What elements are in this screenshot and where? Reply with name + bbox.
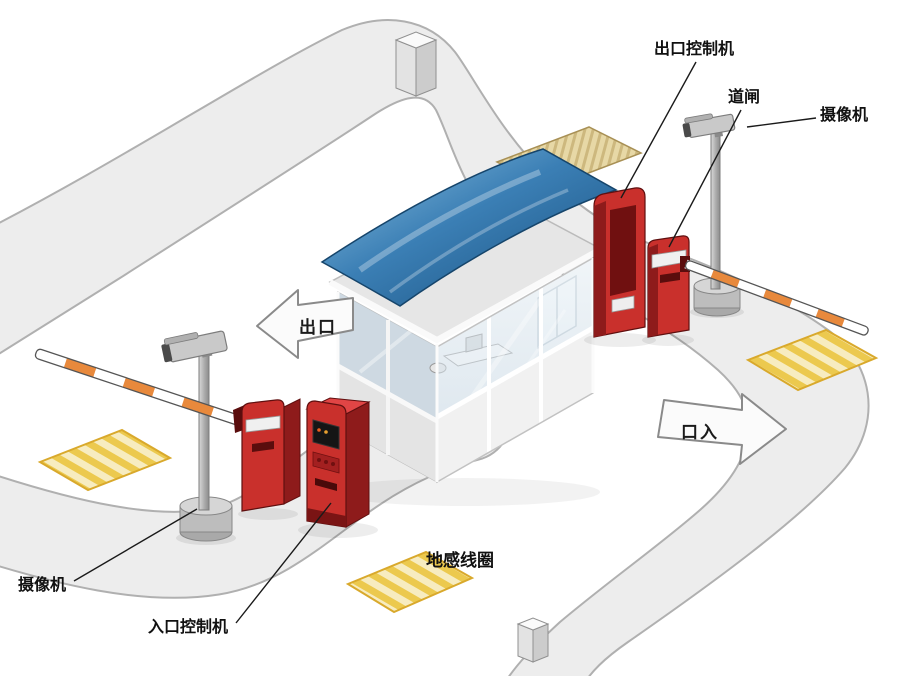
post-top [394, 31, 438, 97]
booth-canopy [320, 148, 618, 307]
camera-right-visor [684, 113, 713, 124]
entrance-controller-screen [312, 419, 340, 450]
leader-camera-left [73, 508, 198, 582]
leader-camera-right [746, 117, 817, 128]
camera-left [161, 330, 236, 545]
ground-loop-bottom [345, 550, 475, 614]
entrance-arrow-shape [657, 393, 787, 465]
post-bottom [516, 617, 550, 663]
entrance-barrier-slot [252, 441, 274, 452]
post-top-right-face [415, 39, 437, 97]
booth-right-panel [437, 328, 593, 482]
entrance-controller-side [345, 401, 370, 528]
leader-lines [73, 61, 817, 624]
arm-stripe [34, 348, 67, 368]
camera-left-pole [198, 351, 210, 511]
entrance-barrier-cabinet [233, 398, 301, 520]
guard-booth [320, 126, 643, 506]
arm-stripe [763, 289, 793, 308]
arm-stripe [684, 259, 714, 279]
camera-left-visor [163, 332, 199, 346]
booth-shadow [330, 478, 600, 506]
label-barrier-gate: 道闸 [728, 87, 760, 106]
ground-loop-right [745, 328, 879, 392]
camera-left-lens [161, 343, 173, 363]
barrier-arm-left [34, 348, 242, 426]
label-camera-left: 摄像机 [18, 575, 66, 594]
main-road [0, 19, 870, 676]
text-labels: 出口控制机 道闸 摄像机 摄像机 入口控制机 地感线圈 [18, 39, 868, 636]
arm-stripe [841, 318, 870, 337]
camera-right [682, 113, 744, 318]
entrance-controller-ticket-slot [315, 478, 337, 491]
camera-left-head [161, 330, 228, 363]
entrance-controller-machine [298, 397, 378, 538]
barrier-arm-right-outline [684, 260, 869, 336]
arm-stripe [93, 367, 126, 388]
leader-entrance-controller [235, 502, 332, 624]
entrance-arrow-label: 口入 [681, 423, 719, 442]
arm-stripe [710, 269, 741, 288]
exit-barrier-slot [660, 272, 680, 283]
exit-arrow-shape [256, 289, 354, 359]
post-bottom-left-face [517, 623, 534, 663]
post-top-left-face [395, 39, 417, 97]
entrance-arrow: 口入 [657, 393, 787, 465]
label-ground-loop: 地感线圈 [426, 550, 494, 570]
leader-exit-controller [620, 61, 697, 199]
entrance-controller-led [324, 430, 328, 434]
label-camera-right: 摄像机 [820, 105, 868, 124]
canopy-highlight2 [388, 188, 569, 294]
entrance-controller-button [324, 460, 328, 464]
entrance-controller-button [331, 462, 335, 466]
exit-arrow: 出口 [256, 289, 354, 359]
exit-barrier-cabinet [642, 235, 694, 346]
post-bottom-right-face [532, 623, 549, 663]
post-top-top-face [394, 31, 438, 49]
arm-stripe [181, 397, 215, 417]
exit-controller-machine [584, 187, 656, 347]
camera-right-head [682, 113, 736, 138]
entrance-barrier-side [283, 398, 301, 505]
booth-roof-fascia [328, 246, 603, 344]
arm-stripe [815, 308, 845, 328]
entrance-controller-base [307, 508, 346, 527]
entrance-controller-led [317, 428, 321, 432]
exit-barrier-shadow [642, 334, 694, 346]
entrance-controller-button [317, 458, 321, 462]
entrance-barrier-band [245, 415, 281, 433]
label-entrance-controller: 入口控制机 [148, 617, 228, 636]
entrance-barrier-shadow [238, 508, 298, 520]
exit-arrow-label: 出口 [299, 317, 337, 337]
ground-loop-left [37, 428, 173, 492]
booth-left-rail [336, 363, 439, 424]
arm-stripe [122, 377, 156, 397]
post-bottom-top-face [516, 617, 550, 631]
exit-controller-side-shade [594, 201, 606, 337]
arm-stripe [63, 358, 97, 378]
exit-controller-shadow [584, 333, 656, 347]
booth-right-rail [435, 325, 595, 420]
camera-right-pole [710, 130, 721, 290]
arm-stripe [210, 406, 242, 426]
arm-stripe [789, 299, 819, 318]
label-exit-controller: 出口控制机 [654, 39, 734, 58]
canopy-highlight1 [358, 169, 542, 273]
exit-controller-sign [611, 295, 635, 313]
arm-stripe [736, 279, 767, 298]
barrier-arm-right [684, 259, 870, 337]
exit-barrier-arm-bracket [680, 256, 690, 272]
camera-right-lens [682, 122, 692, 138]
booth-right-glass-streak1 [467, 298, 543, 402]
arm-stripe [152, 387, 185, 407]
entrance-controller-shadow [298, 522, 378, 538]
booth-right-glass [437, 258, 593, 417]
leader-barrier-gate [668, 109, 742, 248]
exit-controller-panel [610, 205, 636, 296]
